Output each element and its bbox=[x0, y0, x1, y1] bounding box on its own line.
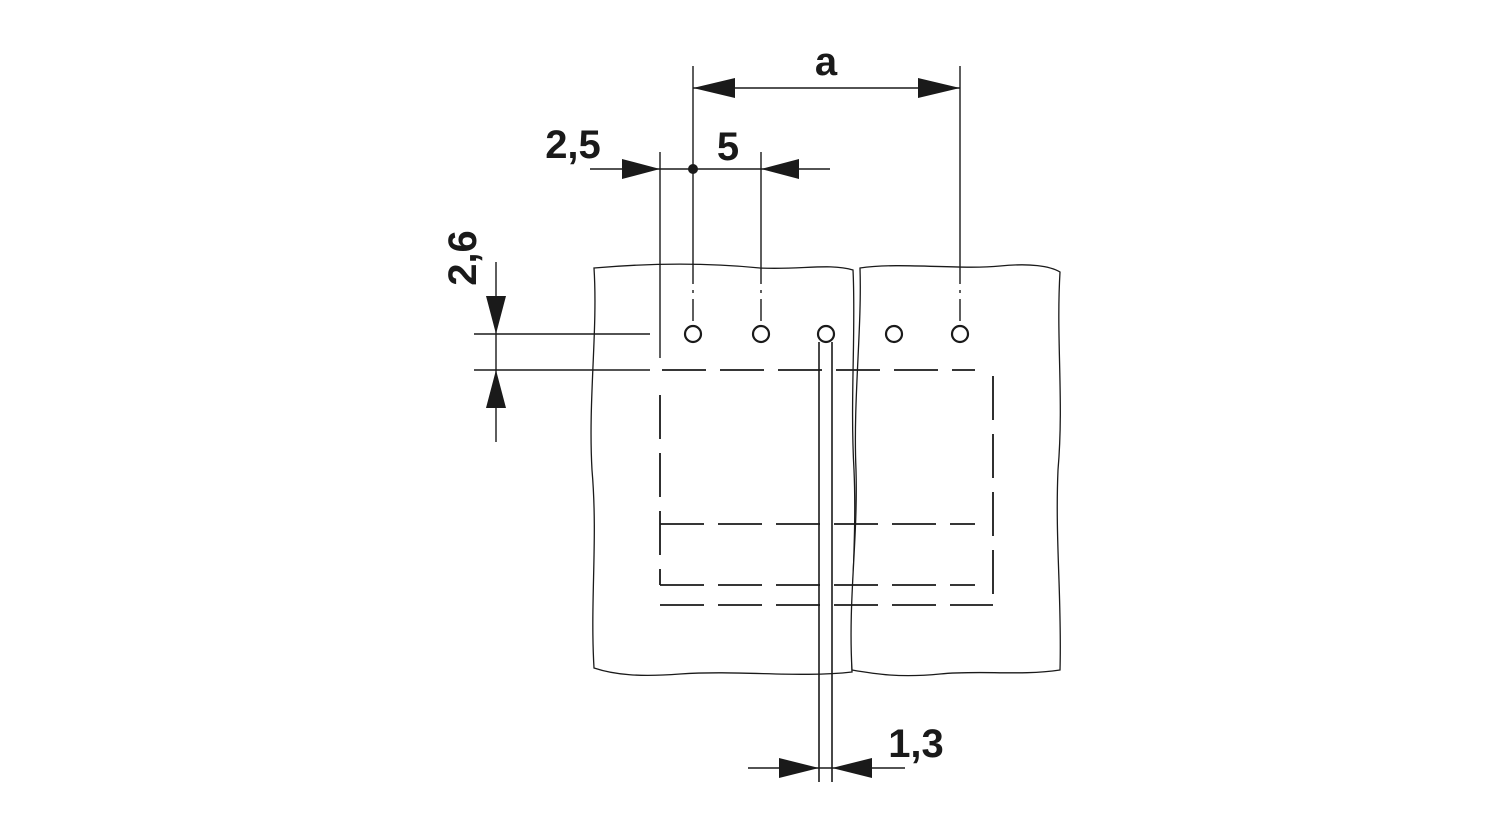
pin-hole-2 bbox=[751, 324, 771, 344]
pitch-label: 5 bbox=[717, 125, 739, 169]
row-offset-arrow-bottom bbox=[486, 370, 506, 408]
row-offset-label: 2,6 bbox=[441, 230, 485, 286]
edge-offset-label: 2,5 bbox=[545, 123, 601, 167]
pin-holes bbox=[683, 324, 970, 344]
gap-lines bbox=[818, 342, 833, 782]
dimension-a-arrow-left bbox=[693, 78, 735, 98]
pin-centerlines bbox=[692, 262, 961, 322]
pin-hole-1 bbox=[683, 324, 703, 344]
gap-label: 1,3 bbox=[888, 722, 944, 766]
row-offset-arrow-top bbox=[486, 296, 506, 334]
board-right-outline bbox=[850, 264, 1062, 677]
dimension-a: a bbox=[692, 40, 961, 262]
component-footprint bbox=[659, 369, 994, 606]
dimension-row-offset: 2,6 bbox=[441, 230, 650, 442]
dimension-pitch: 2,5 5 bbox=[545, 123, 830, 358]
pin-hole-3 bbox=[816, 324, 836, 344]
dimension-a-label: a bbox=[815, 40, 838, 84]
pin-hole-5 bbox=[950, 324, 970, 344]
dimension-gap: 1,3 bbox=[748, 722, 944, 778]
gap-arrow-right bbox=[832, 758, 872, 778]
dimension-a-arrow-right bbox=[918, 78, 960, 98]
reference-dot bbox=[688, 164, 698, 174]
edge-offset-arrow bbox=[622, 159, 660, 179]
gap-arrow-left bbox=[779, 758, 819, 778]
pin-hole-4 bbox=[884, 324, 904, 344]
board-left-outline bbox=[590, 263, 856, 676]
pitch-arrow bbox=[761, 159, 799, 179]
